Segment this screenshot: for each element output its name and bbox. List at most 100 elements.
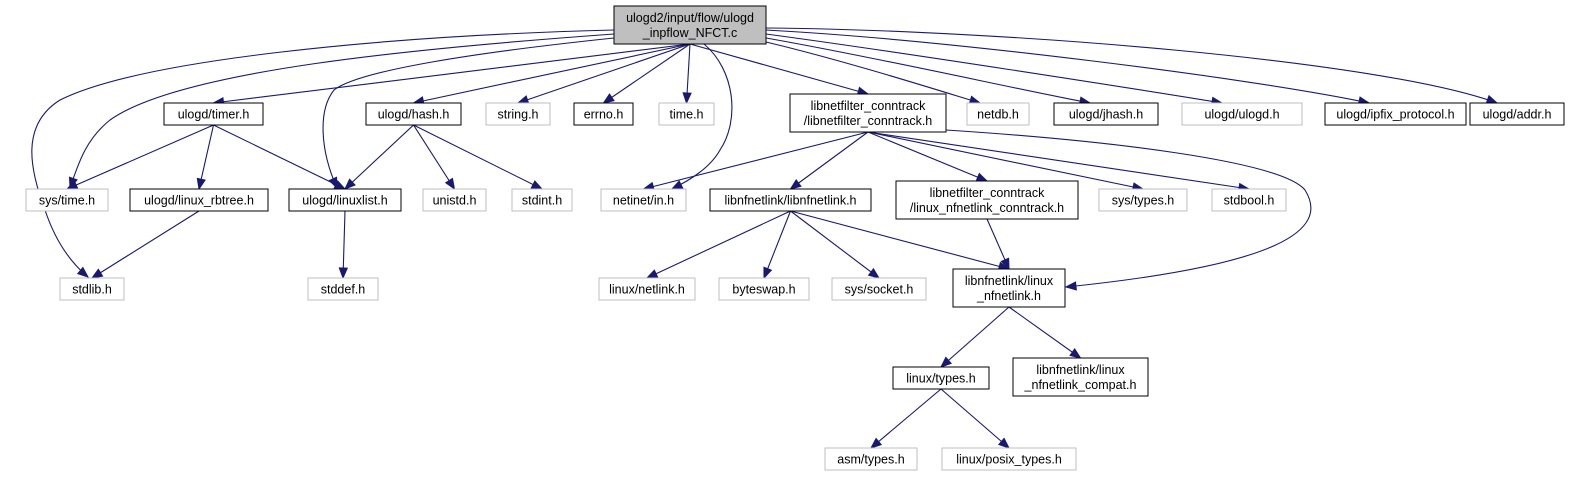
node-box: [709, 188, 872, 212]
node-label: libnfnetlink/libnfnetlink.h: [724, 194, 856, 208]
edge-line: [940, 388, 1010, 449]
node-libnfnetlink[interactable]: libnfnetlink/libnfnetlink.h: [709, 188, 872, 212]
edge-lnfct-to-nfnetlink: [945, 129, 1312, 291]
node-label: stdbool.h: [1224, 194, 1275, 208]
node-nfcompat[interactable]: libnfnetlink/linux_nfnetlink_compat.h: [1012, 357, 1149, 397]
edge-root-to-errno: [602, 43, 691, 104]
node-linuxlist[interactable]: ulogd/linuxlist.h: [288, 188, 402, 212]
node-syssocket: sys/socket.h: [831, 277, 927, 301]
node-linuxtypes[interactable]: linux/types.h: [892, 366, 990, 390]
node-addr[interactable]: ulogd/addr.h: [1469, 102, 1565, 126]
node-label: stdint.h: [522, 194, 562, 208]
edge-line: [643, 131, 869, 190]
edge-line: [765, 33, 1223, 104]
node-box: [1053, 102, 1159, 126]
node-nfnetlink[interactable]: libnfnetlink/linux_nfnetlink.h: [952, 268, 1066, 308]
node-label: ulogd2/input/flow/ulogd: [626, 11, 754, 25]
node-byteswap: byteswap.h: [718, 277, 810, 301]
node-box: [600, 188, 687, 212]
node-label: asm/types.h: [837, 453, 904, 467]
node-label: libnetfilter_conntrack: [930, 186, 1045, 200]
edge-root-to-stdlib: [31, 29, 615, 278]
edge-line: [867, 131, 1144, 190]
node-box: [288, 188, 402, 212]
edge-lnfct-to-libnfnetlink: [789, 131, 869, 190]
node-label: ulogd/hash.h: [378, 108, 450, 122]
edge-libnfnetlink-to-netlink: [645, 210, 791, 279]
node-box: [422, 188, 487, 212]
node-netdb: netdb.h: [966, 102, 1030, 126]
node-ipfix[interactable]: ulogd/ipfix_protocol.h: [1324, 102, 1467, 126]
edge-timer-to-systime: [65, 124, 214, 190]
node-label: sys/types.h: [1112, 194, 1175, 208]
node-box: [598, 277, 696, 301]
node-time: time.h: [658, 102, 715, 126]
node-lnfctc[interactable]: libnetfilter_conntrack/linux_nfnetlink_c…: [895, 180, 1079, 220]
node-stddef: stddef.h: [307, 277, 379, 301]
node-label: ulogd/jhash.h: [1069, 108, 1143, 122]
edge-line: [342, 210, 346, 279]
node-box: [952, 268, 1066, 308]
edge-hash-to-unistd: [413, 124, 456, 191]
edge-line: [765, 37, 1091, 104]
node-label: /linux_nfnetlink_conntrack.h: [910, 201, 1064, 215]
node-box: [824, 447, 918, 471]
node-systypes: sys/types.h: [1098, 188, 1188, 212]
edge-root-to-hash: [412, 43, 691, 106]
node-box: [789, 93, 947, 133]
node-label: ulogd/ulogd.h: [1204, 108, 1279, 122]
edge-arrowhead: [444, 177, 456, 191]
edge-line: [413, 124, 455, 190]
edge-arrowhead: [90, 268, 104, 279]
edge-arrowhead: [530, 180, 544, 190]
edge-line: [646, 210, 791, 279]
edge-line: [91, 210, 200, 279]
node-lnfct[interactable]: libnetfilter_conntrack/libnetfilter_conn…: [789, 93, 947, 133]
edge-line: [763, 210, 792, 279]
edge-libnfnetlink-to-nfnetlink: [790, 210, 1011, 271]
node-stdint: stdint.h: [511, 188, 573, 212]
edge-arrowhead: [939, 356, 953, 368]
edge-line: [940, 306, 1010, 368]
node-hash[interactable]: ulogd/hash.h: [365, 102, 462, 126]
edge-arrowhead: [869, 437, 883, 449]
node-jhash[interactable]: ulogd/jhash.h: [1053, 102, 1159, 126]
edge-lnfctc-to-nfnetlink: [986, 218, 1010, 271]
edge-arrowhead: [344, 178, 356, 190]
node-box: [1181, 102, 1303, 126]
edge-arrowhead: [763, 266, 773, 280]
node-label: linux/posix_types.h: [956, 453, 1062, 467]
node-label: unistd.h: [433, 194, 477, 208]
node-label: libnfnetlink/linux: [1036, 363, 1125, 377]
node-box: [365, 102, 462, 126]
node-label: sys/socket.h: [845, 283, 914, 297]
node-label: linux/netlink.h: [609, 283, 685, 297]
node-box: [1211, 188, 1287, 212]
node-errno[interactable]: errno.h: [573, 102, 634, 126]
edge-line: [344, 124, 414, 190]
edge-line: [790, 210, 1010, 270]
node-box: [485, 102, 551, 126]
node-timer[interactable]: ulogd/timer.h: [163, 102, 264, 126]
edge-nfnetlink-to-linuxtypes: [939, 306, 1010, 368]
node-root[interactable]: ulogd2/input/flow/ulogd_inpflow_NFCT.c: [613, 5, 767, 45]
node-rbtree[interactable]: ulogd/linux_rbtree.h: [129, 188, 269, 212]
edge-arrowhead: [516, 95, 530, 105]
node-label: byteswap.h: [732, 283, 795, 297]
node-string: string.h: [485, 102, 551, 126]
node-ulogd: ulogd/ulogd.h: [1181, 102, 1303, 126]
edge-lnfct-to-lnfctc: [867, 131, 989, 182]
node-box: [1469, 102, 1565, 126]
edge-arrowhead: [670, 180, 684, 190]
edge-arrowhead: [338, 267, 349, 280]
node-box: [307, 277, 379, 301]
node-box: [941, 447, 1077, 471]
edge-line: [867, 131, 988, 182]
edge-rbtree-to-stdlib: [90, 210, 200, 279]
edge-linuxtypes-to-posixtypes: [940, 388, 1011, 449]
node-label: stdlib.h: [72, 283, 112, 297]
node-asmtypes: asm/types.h: [824, 447, 918, 471]
edge-line: [1008, 306, 1081, 359]
node-posixtypes: linux/posix_types.h: [941, 447, 1077, 471]
